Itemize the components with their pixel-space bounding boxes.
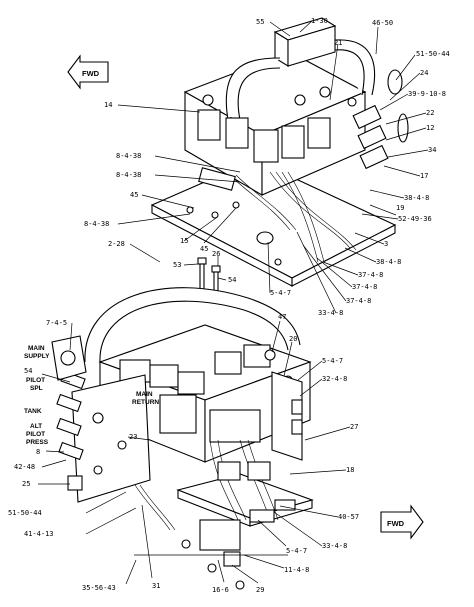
callout-31: 31 [152,582,160,590]
callout-12: 12 [426,124,434,132]
callout-53: 53 [173,261,181,269]
caption-main-supply-line2: SUPPLY [24,353,50,360]
callout-11-4-8: 11-4-8 [284,566,309,574]
callout-47: 47 [278,313,286,321]
lower-valve-assembly [51,287,314,590]
callout-41-4-13: 41-4-13 [24,530,54,538]
callout-8: 8 [36,448,40,456]
caption-alt-pilot-press-line1: ALT [30,423,42,430]
callout-38-4-8-b: 38-4-8 [376,258,401,266]
callout-45-a: 45 [130,191,138,199]
callout-3: 3 [384,240,388,248]
callout-37-4-8-b: 37-4-8 [352,283,377,291]
callout-8-4-38-c: 8-4-38 [84,220,109,228]
caption-alt-pilot-press-line2: PILOT [26,431,45,438]
callout-54-a: 54 [228,276,236,284]
callout-20: 20 [289,335,297,343]
callout-22: 22 [426,109,434,117]
callout-35-56-43: 35-56-43 [82,584,116,592]
caption-main-return-line2: RETURN [132,399,159,406]
callout-54-b: 54 [24,367,32,375]
part-callouts: 55 1-30 46-50 21 51-50-44 24 39-9-10-8 2… [8,17,450,594]
callout-19: 19 [396,204,404,212]
callout-29: 29 [256,586,264,594]
fwd-arrow-top: FWD [67,54,109,90]
callout-45-b: 45 [200,245,208,253]
fwd-arrow-bottom: FWD [380,504,424,540]
port-captions: MAIN SUPPLY PILOT SPL TANK ALT PILOT PRE… [24,345,159,446]
callout-1-30: 1-30 [311,17,328,25]
callout-33-4-8-b: 33-4-8 [322,542,347,550]
upper-valve-assembly [150,17,409,287]
callout-38-4-8-a: 38-4-8 [404,194,429,202]
callout-5-4-7-a: 5-4-7 [270,289,291,297]
callout-37-4-8-a: 37-4-8 [358,271,383,279]
callout-24: 24 [420,69,428,77]
callout-25: 25 [22,480,30,488]
callout-18: 18 [346,466,354,474]
callout-17: 17 [420,172,428,180]
callout-46-50: 46-50 [372,19,393,27]
callout-8-4-38-b: 8-4-38 [116,171,141,179]
fwd-label-top: FWD [82,69,100,78]
callout-33-4-8-a: 33-4-8 [318,309,343,317]
callout-51-50-44: 51-50-44 [416,50,450,58]
callout-27: 27 [350,423,358,431]
caption-main-supply-line1: MAIN [28,345,45,352]
callout-34: 34 [428,146,436,154]
callout-2-28: 2-28 [108,240,125,248]
caption-tank: TANK [24,408,42,415]
callout-42-48: 42-48 [14,463,35,471]
callout-40-57: 40-57 [338,513,359,521]
callout-7-4-5: 7-4-5 [46,319,67,327]
fwd-label-bottom: FWD [387,519,405,528]
caption-pilot-spl-line1: PILOT [26,377,45,384]
callout-26: 26 [212,250,220,258]
callout-39-9-10-8: 39-9-10-8 [408,90,446,98]
callout-8-4-38-a: 8-4-38 [116,152,141,160]
callout-23: 23 [129,433,137,441]
callout-5-4-7-c: 5-4-7 [286,547,307,555]
caption-alt-pilot-press-line3: PRESS [26,439,49,446]
callout-14: 14 [104,101,112,109]
callout-16-6: 16-6 [212,586,229,594]
callout-21: 21 [334,39,342,47]
callout-51-50-44-b: 51-50-44 [8,509,42,517]
callout-5-4-7-b: 5-4-7 [322,357,343,365]
callout-52-49-36: 52-49-36 [398,215,432,223]
caption-pilot-spl-line2: SPL [30,385,43,392]
callout-15: 15 [180,237,188,245]
leader-lines [38,20,429,585]
callout-55: 55 [256,18,264,26]
callout-37-4-8-c: 37-4-8 [346,297,371,305]
caption-main-return-line1: MAIN [136,391,153,398]
callout-32-4-8: 32-4-8 [322,375,347,383]
